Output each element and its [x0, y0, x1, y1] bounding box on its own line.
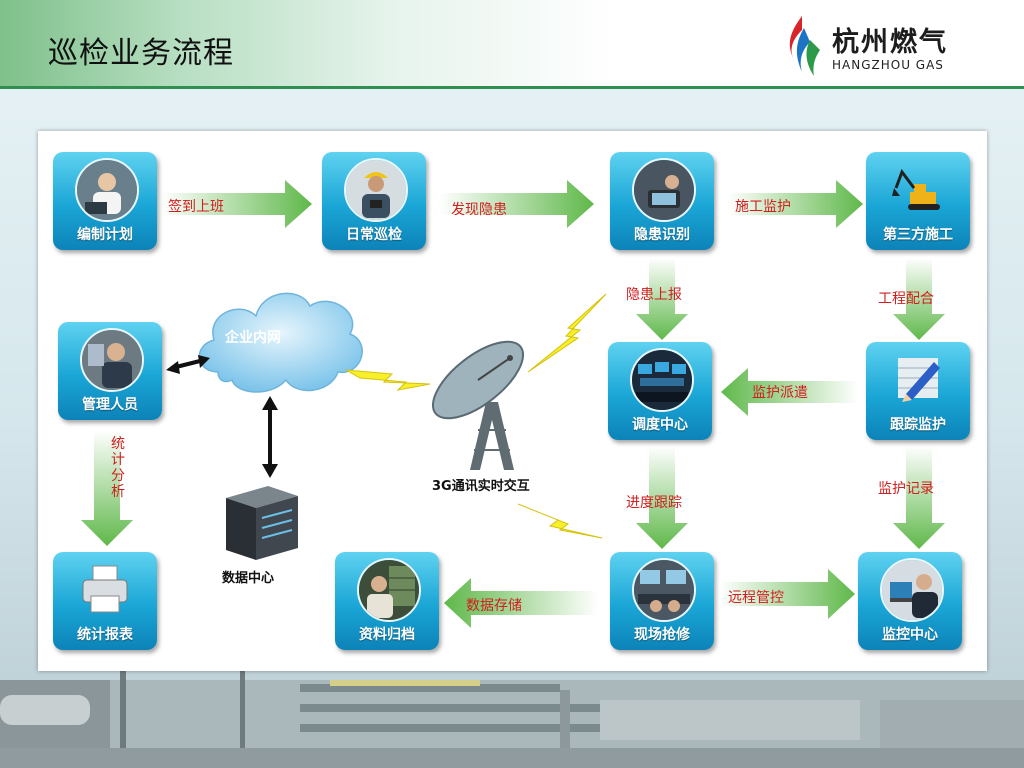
pencil-chart-icon [888, 348, 948, 408]
node-monitor-label: 监控中心 [882, 627, 938, 643]
edge-label-record: 监护记录 [878, 481, 934, 497]
node-repair[interactable]: 现场抢修 [610, 552, 714, 650]
header-divider [0, 86, 1024, 89]
flame-logo-icon [789, 16, 820, 76]
intranet-cloud-icon [198, 292, 363, 393]
header-band [0, 0, 1024, 88]
node-daily[interactable]: 日常巡检 [322, 152, 426, 250]
node-dispatch[interactable]: 调度中心 [608, 342, 712, 440]
arrow-signin [162, 180, 312, 228]
node-archive-label: 资料归档 [359, 627, 415, 643]
edge-label-dispatch-guard: 监护派遣 [752, 385, 808, 401]
node-hazard[interactable]: 隐患识别 [610, 152, 714, 250]
gas-plant-background [0, 660, 1024, 768]
arrow-remote [720, 569, 855, 619]
node-repair-label: 现场抢修 [634, 627, 690, 643]
edge-label-remote: 远程管控 [728, 590, 784, 606]
worker-laptop-icon [75, 158, 139, 222]
manager-person-icon [80, 328, 144, 392]
logo-chinese-name: 杭州燃气 [832, 27, 948, 58]
data-center-server-icon [226, 486, 298, 560]
edge-label-discover: 发现隐患 [451, 202, 507, 218]
node-dispatch-label: 调度中心 [632, 417, 688, 433]
arrow-progress [636, 446, 688, 549]
edge-label-hazard-report: 隐患上报 [626, 287, 682, 303]
node-track-label: 跟踪监护 [890, 417, 946, 433]
lightning-to-repair-icon [517, 503, 603, 539]
lightning-to-cloud-icon [345, 369, 431, 391]
inspector-helmet-icon [344, 158, 408, 222]
node-archive[interactable]: 资料归档 [335, 552, 439, 650]
intranet-datacenter-link-icon [262, 396, 278, 478]
edge-label-construction: 施工监护 [735, 199, 791, 215]
excavator-icon [888, 158, 948, 218]
node-third[interactable]: 第三方施工 [866, 152, 970, 250]
arrow-stats [81, 430, 133, 546]
arrow-store [444, 578, 598, 628]
arrow-discover [440, 180, 594, 228]
satellite-dish-icon [431, 340, 525, 470]
company-logo: 杭州燃气 HANGZHOU GAS [780, 14, 970, 78]
logo-english-name: HANGZHOU GAS [832, 58, 944, 72]
printer-icon [75, 558, 135, 618]
node-daily-label: 日常巡检 [346, 227, 402, 243]
node-manager[interactable]: 管理人员 [58, 322, 162, 420]
repair-room-icon [632, 558, 696, 622]
page-title: 巡检业务流程 [48, 36, 234, 71]
node-manager-label: 管理人员 [82, 397, 138, 413]
node-plan[interactable]: 编制计划 [53, 152, 157, 250]
node-third-label: 第三方施工 [883, 227, 953, 243]
node-report-label: 统计报表 [77, 627, 133, 643]
arrow-dispatch-guard [721, 368, 858, 416]
archive-worker-icon [357, 558, 421, 622]
arrow-cooperate [893, 258, 945, 340]
arrow-construction [728, 180, 863, 228]
node-report[interactable]: 统计报表 [53, 552, 157, 650]
arrow-record [893, 446, 945, 549]
edge-label-progress: 进度跟踪 [626, 495, 682, 511]
monitor-operator-icon [880, 558, 944, 622]
node-hazard-label: 隐患识别 [634, 227, 690, 243]
node-plan-label: 编制计划 [77, 227, 133, 243]
datacenter-label: 数据中心 [222, 571, 275, 586]
control-room-screens-icon [630, 348, 694, 412]
handheld-device-icon [632, 158, 696, 222]
edge-label-stats: 统计分析 [111, 436, 125, 500]
arrow-hazard-report [636, 258, 688, 340]
manager-intranet-link-icon [166, 355, 210, 374]
comm-label: 3G通讯实时交互 [432, 479, 530, 494]
node-track[interactable]: 跟踪监护 [866, 342, 970, 440]
lightning-to-hazard-icon [527, 293, 607, 373]
edge-label-signin: 签到上班 [168, 199, 224, 215]
intranet-label: 企业内网 [225, 330, 281, 346]
node-monitor[interactable]: 监控中心 [858, 552, 962, 650]
edge-label-store: 数据存储 [466, 598, 522, 614]
edge-label-cooperate: 工程配合 [878, 291, 934, 307]
